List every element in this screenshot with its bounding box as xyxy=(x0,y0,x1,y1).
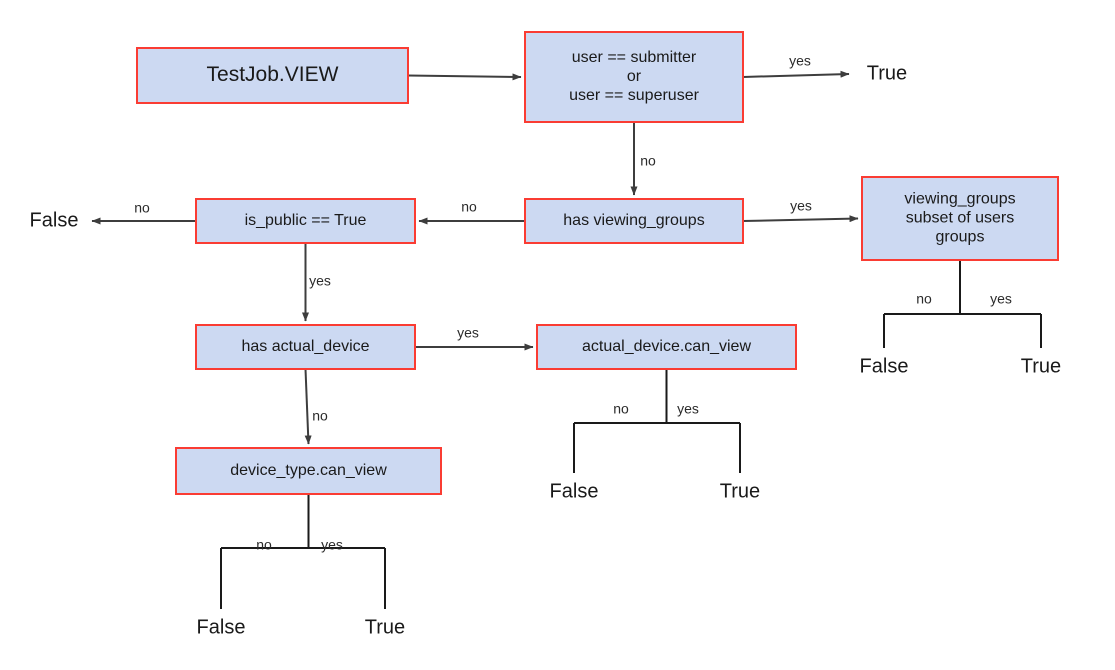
fork-fork_viewing_groups xyxy=(883,260,1042,348)
terminal-t_false_vg: False xyxy=(860,355,909,377)
edge-has_viewing_groups-to-viewing_groups_subset xyxy=(742,215,859,223)
edge-label-e5: no xyxy=(461,199,477,215)
edge-user_check-to-t_true_top xyxy=(742,70,850,78)
fork-label-no-fork_actual_device: no xyxy=(613,401,629,417)
edge-label-e7: yes xyxy=(309,273,331,289)
fork-label-no-fork_viewing_groups: no xyxy=(916,291,932,307)
edge-testjob_view-to-user_check xyxy=(407,73,522,81)
node-label-viewing_groups_subset: groups xyxy=(936,229,985,246)
flow-node-device_type_view[interactable]: device_type.can_view xyxy=(175,447,442,495)
forks-layer xyxy=(220,260,1042,609)
node-label-testjob_view: TestJob.VIEW xyxy=(207,63,339,86)
flow-node-is_public[interactable]: is_public == True xyxy=(195,198,416,244)
node-label-has_actual_device: has actual_device xyxy=(241,338,369,355)
terminal-t_false_left: False xyxy=(30,209,79,231)
fork-fork_device_type xyxy=(220,494,386,609)
edge-label-e6: no xyxy=(134,200,150,216)
terminal-t_false_device: False xyxy=(550,480,599,502)
fork-label-no-fork_device_type: no xyxy=(256,537,272,553)
terminal-t_true_dtype: True xyxy=(365,616,405,638)
fork-label-yes-fork_actual_device: yes xyxy=(677,401,699,417)
edge-label-e3: no xyxy=(640,153,656,169)
terminal-t_true_device: True xyxy=(720,480,760,502)
flow-node-has_viewing_groups[interactable]: has viewing_groups xyxy=(524,198,744,244)
flow-node-user_check[interactable]: user == submitter or user == superuser xyxy=(524,31,744,123)
node-label-viewing_groups_subset: viewing_groups xyxy=(904,191,1015,208)
node-box-actual_device_view xyxy=(536,324,797,370)
node-box-is_public xyxy=(195,198,416,244)
edge-label-e4: yes xyxy=(790,198,812,214)
flow-node-has_actual_device[interactable]: has actual_device xyxy=(195,324,416,370)
terminal-t_false_dtype: False xyxy=(197,616,246,638)
fork-label-yes-fork_viewing_groups: yes xyxy=(990,291,1012,307)
fork-label-yes-fork_device_type: yes xyxy=(321,537,343,553)
node-label-user_check: user == submitter xyxy=(572,49,697,66)
node-label-device_type_view: device_type.can_view xyxy=(230,462,387,479)
node-box-user_check xyxy=(524,31,744,123)
fork-fork_actual_device xyxy=(573,369,741,473)
node-label-has_viewing_groups: has viewing_groups xyxy=(563,212,704,229)
edge-label-e8: yes xyxy=(457,325,479,341)
flow-node-testjob_view[interactable]: TestJob.VIEW xyxy=(136,47,409,104)
node-box-viewing_groups_subset xyxy=(861,176,1059,261)
terminal-t_true_top: True xyxy=(867,62,907,84)
edge-label-e2: yes xyxy=(789,53,811,69)
node-box-has_viewing_groups xyxy=(524,198,744,244)
edge-labels-layer: yes no yes no no yes yes no no yes no yes no yes xyxy=(134,53,1012,553)
edges-layer xyxy=(91,70,859,445)
node-box-testjob_view xyxy=(136,47,409,104)
node-box-has_actual_device xyxy=(195,324,416,370)
terminal-t_true_vg: True xyxy=(1021,355,1061,377)
node-label-is_public: is_public == True xyxy=(245,212,367,229)
edge-has_actual_device-to-device_type_view xyxy=(304,368,312,445)
node-label-actual_device_view: actual_device.can_view xyxy=(582,338,751,355)
node-label-viewing_groups_subset: subset of users xyxy=(906,210,1015,227)
node-label-user_check: user == superuser xyxy=(569,87,700,104)
edge-label-e9: no xyxy=(312,408,328,424)
node-label-user_check: or xyxy=(627,68,642,85)
node-box-device_type_view xyxy=(175,447,442,495)
flow-node-actual_device_view[interactable]: actual_device.can_view xyxy=(536,324,797,370)
